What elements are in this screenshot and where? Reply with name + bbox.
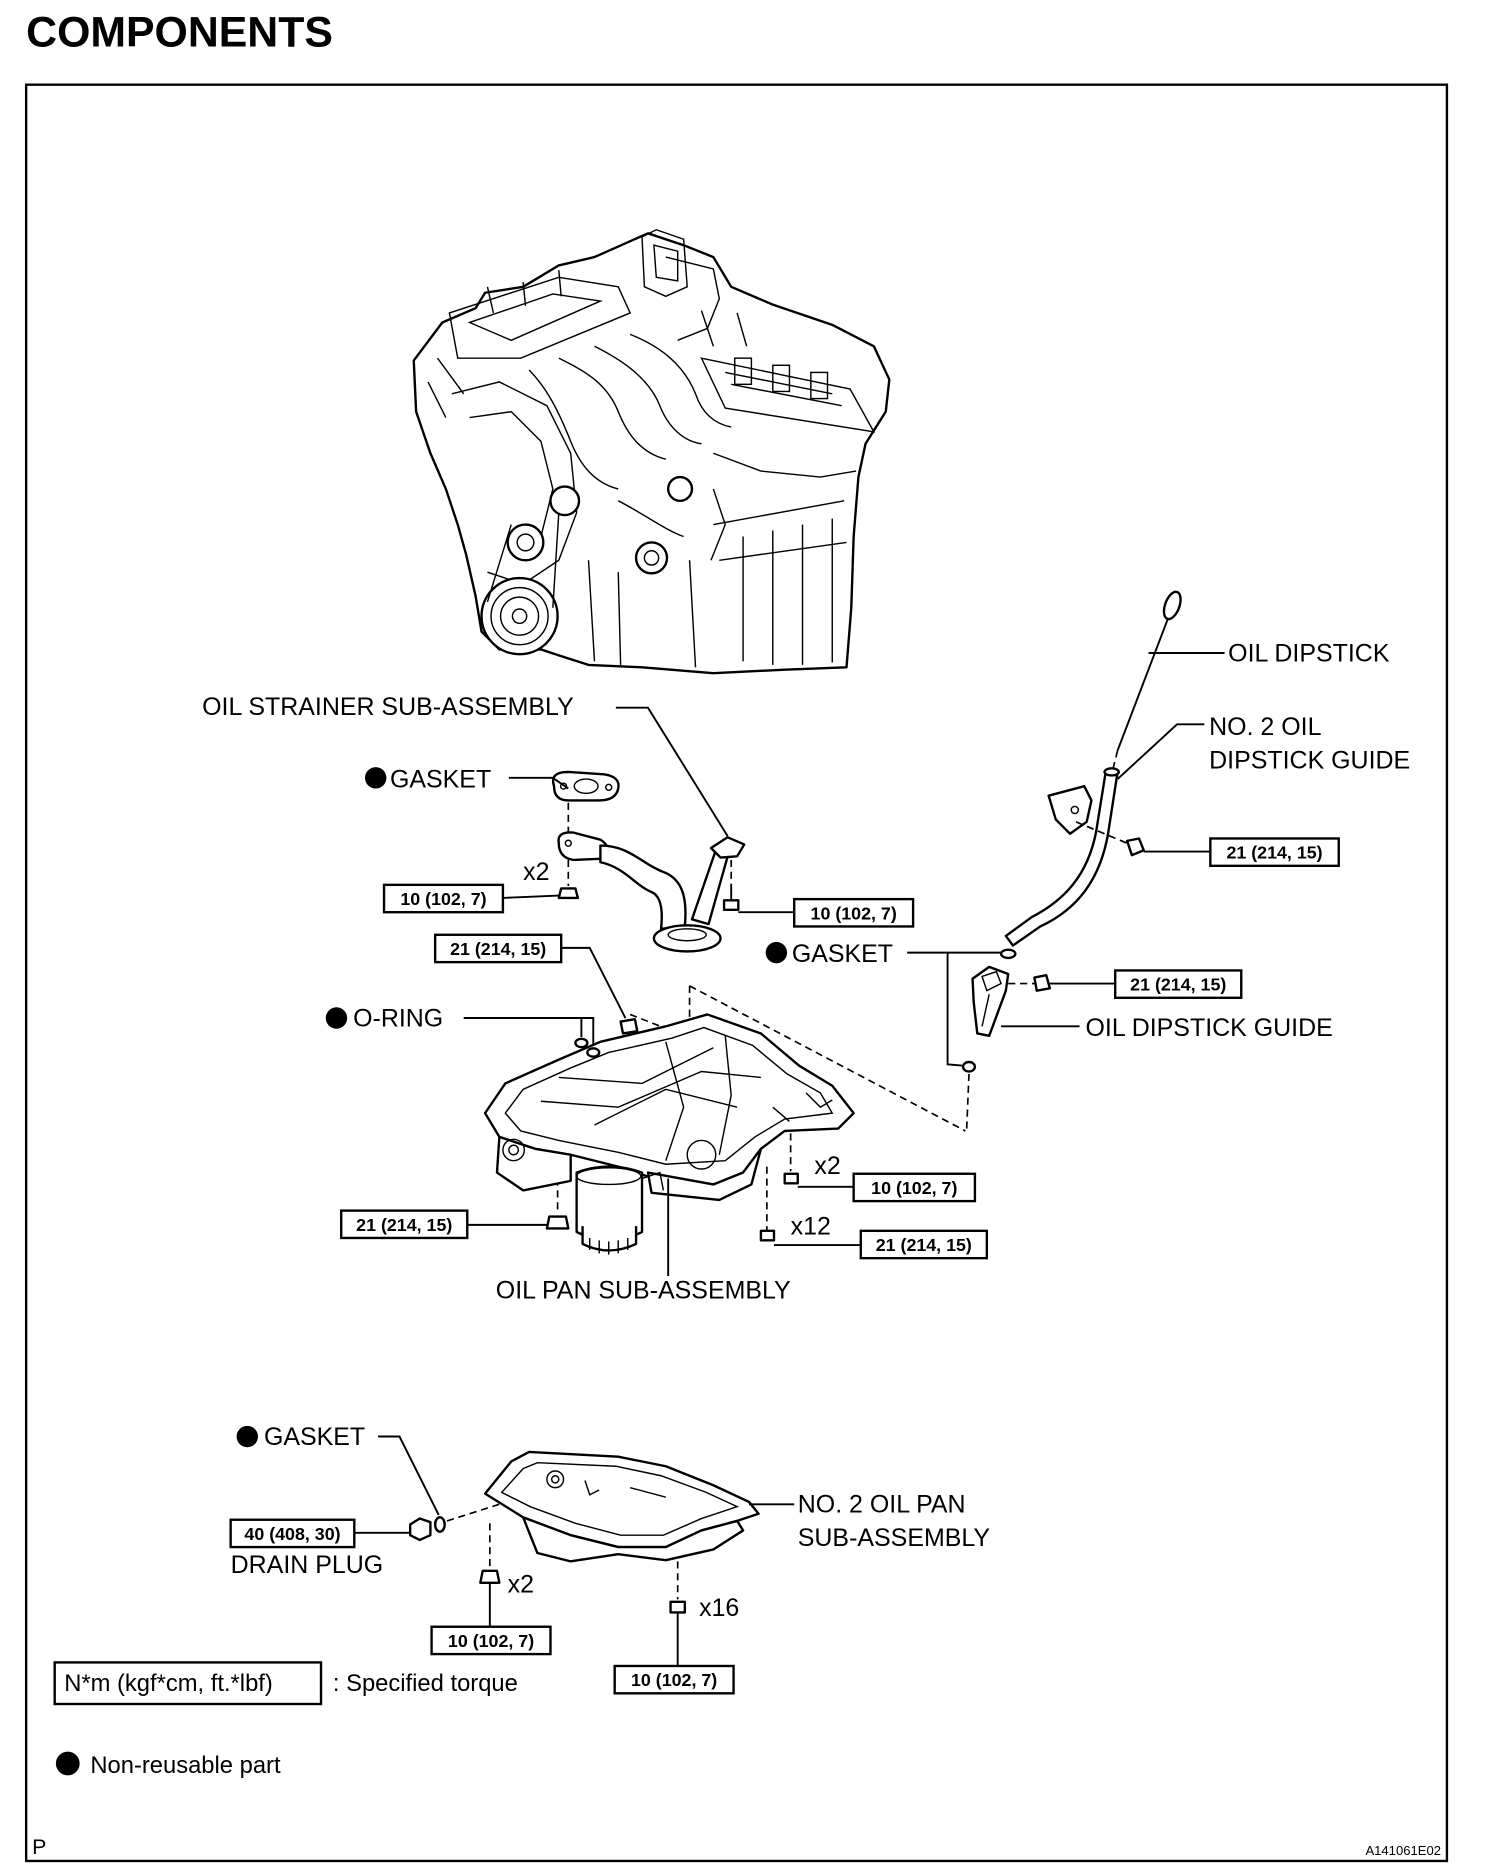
legend-non-reusable-label: Non-reusable part <box>90 1752 281 1779</box>
torque-value: 10 (102, 7) <box>448 1631 534 1651</box>
no2-oil-pan-callout: NO. 2 OIL PAN SUB-ASSEMBLY <box>749 1491 990 1552</box>
no2-pan-bolt-torque: 10 (102, 7) <box>613 1612 735 1695</box>
gasket-label: GASKET <box>390 765 491 793</box>
no2-pan-nut-quantity: x2 <box>508 1570 534 1598</box>
strainer-nut-torque: 10 (102, 7) <box>382 883 559 914</box>
oil-pan-nut-lower-torque: 21 (214, 15) <box>340 1209 547 1240</box>
gasket-label: GASKET <box>792 940 893 968</box>
oil-pan-bolt-x12-quantity: x12 <box>791 1212 831 1240</box>
no2-pan-nut-torque: 10 (102, 7) <box>430 1582 552 1656</box>
dipstick-guide-gasket-callout: GASKET <box>765 940 1002 1067</box>
oil-pan-bolt-x2 <box>783 1172 799 1185</box>
legend-torque: N*m (kgf*cm, ft.*lbf) : Specified torque <box>53 1661 518 1706</box>
no2-guide-bolt-guide-line <box>1075 821 1128 845</box>
oil-pan-bolt-x12-torque: 21 (214, 15) <box>773 1229 989 1260</box>
no2-pan-nut <box>479 1569 501 1584</box>
non-reusable-bullet <box>365 767 387 789</box>
no2-pan-bolt-quantity: x16 <box>699 1594 739 1622</box>
oil-pan-nut-upper-torque: 21 (214, 15) <box>433 933 627 1019</box>
legend-torque-box <box>53 1661 323 1706</box>
o-ring-label: O-RING <box>353 1004 443 1032</box>
non-reusable-bullet <box>55 1751 80 1776</box>
oil-dipstick-guide-callout: OIL DIPSTICK GUIDE <box>1001 1014 1333 1042</box>
no2-oil-pan-sub-assembly <box>483 1450 760 1563</box>
oil-strainer-gasket <box>551 770 620 802</box>
dipstick-guide-bolt <box>1033 974 1052 992</box>
oil-dipstick-guide-label: OIL DIPSTICK GUIDE <box>1085 1014 1332 1042</box>
page-title: COMPONENTS <box>26 9 333 57</box>
oil-pan-nut-lower <box>545 1215 570 1230</box>
oil-dipstick-label: OIL DIPSTICK <box>1228 639 1390 667</box>
oil-pan-nut-upper <box>619 1018 639 1035</box>
diagram-frame <box>24 83 1449 1863</box>
torque-value: 40 (408, 30) <box>244 1524 340 1544</box>
oil-dipstick-guide <box>971 965 1010 1038</box>
oil-pan-o-rings <box>574 1037 601 1058</box>
no2-oil-pan-label-line1: NO. 2 OIL PAN <box>798 1491 966 1519</box>
legend-torque-description: : Specified torque <box>333 1670 518 1697</box>
no2-dipstick-guide-label-line2: DIPSTICK GUIDE <box>1209 746 1410 774</box>
drain-plug-gasket-callout: GASKET <box>236 1423 440 1516</box>
strainer-gasket-callout: GASKET <box>365 765 569 793</box>
strainer-nut-quantity: x2 <box>523 858 549 886</box>
legend-non-reusable: Non-reusable part <box>55 1751 281 1779</box>
oil-strainer-callout: OIL STRAINER SUB-ASSEMBLY <box>202 693 729 837</box>
torque-value: 21 (214, 15) <box>356 1215 452 1235</box>
oil-pan-bolt-x2-torque: 10 (102, 7) <box>797 1172 977 1203</box>
page-mark: P <box>32 1835 46 1859</box>
torque-value: 21 (214, 15) <box>876 1235 972 1255</box>
drain-plug-guide-line <box>446 1503 500 1522</box>
non-reusable-bullet <box>236 1425 258 1448</box>
non-reusable-bullet <box>765 941 788 964</box>
drain-plug-gasket <box>433 1516 446 1533</box>
figure-code: A141061E02 <box>1365 1843 1441 1858</box>
strainer-nut <box>557 887 580 900</box>
strainer-bolt <box>722 859 740 912</box>
engine-assembly-illustration <box>412 228 891 675</box>
o-ring-callout: O-RING <box>325 1004 595 1046</box>
non-reusable-bullet <box>325 1007 348 1029</box>
dipstick-guide-o-ring-lower <box>961 1060 977 1073</box>
torque-value: 10 (102, 7) <box>631 1670 717 1690</box>
no2-pan-bolt <box>669 1600 687 1614</box>
torque-value: 21 (214, 15) <box>1226 843 1322 863</box>
gasket-label: GASKET <box>264 1423 365 1451</box>
no2-oil-pan-label-line2: SUB-ASSEMBLY <box>798 1524 991 1552</box>
oil-strainer-sub-assembly <box>557 831 746 953</box>
no2-dipstick-guide-label-line1: NO. 2 OIL <box>1209 713 1321 741</box>
oil-pan-bolt-x2-quantity: x2 <box>814 1152 840 1180</box>
torque-value: 21 (214, 15) <box>450 939 546 959</box>
oil-pan-callout: OIL PAN SUB-ASSEMBLY <box>496 1178 791 1305</box>
no2-dipstick-guide-callout: NO. 2 OIL DIPSTICK GUIDE <box>1116 713 1410 780</box>
oil-dipstick <box>1112 590 1182 770</box>
drain-plug <box>408 1517 432 1542</box>
legend-torque-unit: N*m (kgf*cm, ft.*lbf) <box>64 1670 273 1697</box>
oil-strainer-label: OIL STRAINER SUB-ASSEMBLY <box>202 693 574 721</box>
oil-dipstick-callout: OIL DIPSTICK <box>1148 639 1390 667</box>
torque-value: 21 (214, 15) <box>1130 975 1226 995</box>
torque-value: 10 (102, 7) <box>811 903 897 923</box>
dipstick-guide-to-pan-guide-line <box>965 1073 970 1131</box>
no2-guide-bolt-torque: 21 (214, 15) <box>1143 837 1340 868</box>
no2-guide-bolt <box>1125 837 1145 857</box>
strainer-bolt-torque: 10 (102, 7) <box>738 897 915 928</box>
torque-value: 10 (102, 7) <box>400 889 486 909</box>
dipstick-guide-o-ring-upper <box>999 948 1017 960</box>
oil-pan-sub-assembly <box>483 1013 855 1255</box>
no2-oil-dipstick-guide <box>1004 767 1120 947</box>
drain-plug-torque: 40 (408, 30) <box>229 1518 411 1549</box>
drain-plug-label: DRAIN PLUG <box>231 1551 384 1579</box>
torque-value: 10 (102, 7) <box>871 1178 957 1198</box>
oil-pan-label: OIL PAN SUB-ASSEMBLY <box>496 1277 791 1305</box>
oil-pan-bolt-x12 <box>759 1229 776 1242</box>
dipstick-guide-bolt-torque: 21 (214, 15) <box>1049 969 1243 999</box>
